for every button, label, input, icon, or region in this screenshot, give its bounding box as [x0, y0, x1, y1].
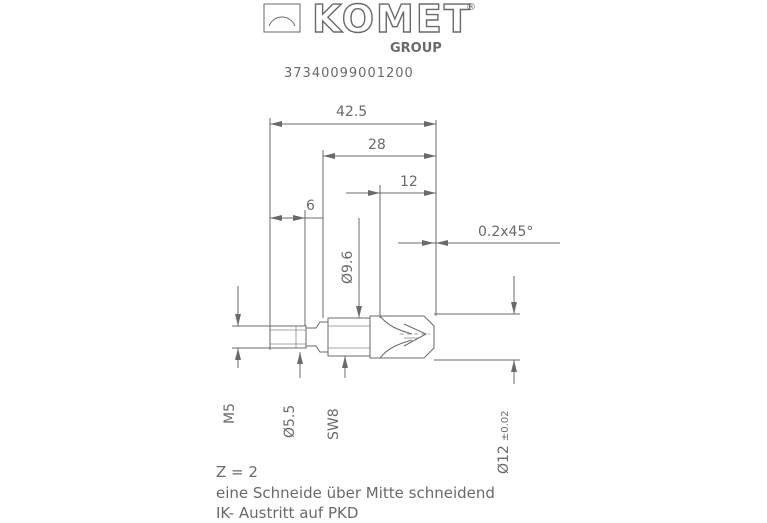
dim-12-label: Ø12 [496, 445, 512, 474]
logo-group: GROUP [390, 41, 442, 56]
dim-m5-label: M5 [222, 403, 238, 424]
dim-12: 12 [400, 174, 418, 190]
dim-length-12: 12 [346, 174, 436, 196]
neck-section [306, 321, 329, 353]
tool-outline [269, 315, 435, 359]
dim-12-tolerance: ±0.02 [500, 411, 511, 442]
dim-length-6: 6 [270, 198, 323, 221]
dim-6: 6 [306, 198, 315, 214]
dim-42-5: 42.5 [336, 104, 367, 120]
note-z: Z = 2 [216, 463, 258, 481]
dim-thread-m5: M5 [222, 286, 241, 424]
logo-brand: KOMET [312, 0, 472, 41]
logo-arc-icon [268, 16, 296, 27]
komet-logo: KOMET ® GROUP [263, 0, 476, 56]
thread-section [269, 325, 307, 349]
notes: Z = 2 eine Schneide über Mitte schneiden… [216, 463, 495, 522]
extension-lines [232, 118, 520, 361]
logo-registered: ® [466, 2, 476, 13]
part-number: 37340099001200 [284, 66, 414, 81]
dim-sw8-label: SW8 [326, 408, 342, 440]
dim-dia-12: Ø12 ±0.02 [495, 276, 517, 475]
dim-9-6-label: Ø9.6 [340, 251, 356, 284]
svg-text:Ø12 ±0.02: Ø12 ±0.02 [495, 411, 512, 475]
dim-5-5-label: Ø5.5 [282, 405, 298, 438]
hex-section [327, 317, 371, 357]
dim-dia-5-5: Ø5.5 [282, 352, 303, 438]
dim-dia-9-6: Ø9.6 [340, 251, 362, 318]
dim-chamfer-label: 0.2x45° [478, 224, 533, 240]
dim-wrench-sw8: SW8 [326, 356, 348, 440]
logo-emblem-icon [263, 3, 301, 33]
dim-chamfer: 0.2x45° [398, 224, 560, 246]
dim-length-28: 28 [323, 137, 436, 159]
note-cutting-edge: eine Schneide über Mitte schneidend [216, 484, 495, 502]
dim-overall-length: 42.5 [270, 104, 436, 127]
dim-28: 28 [368, 137, 386, 153]
note-coolant-exit: IK- Austritt auf PKD [216, 504, 358, 522]
cutting-head [369, 315, 435, 359]
